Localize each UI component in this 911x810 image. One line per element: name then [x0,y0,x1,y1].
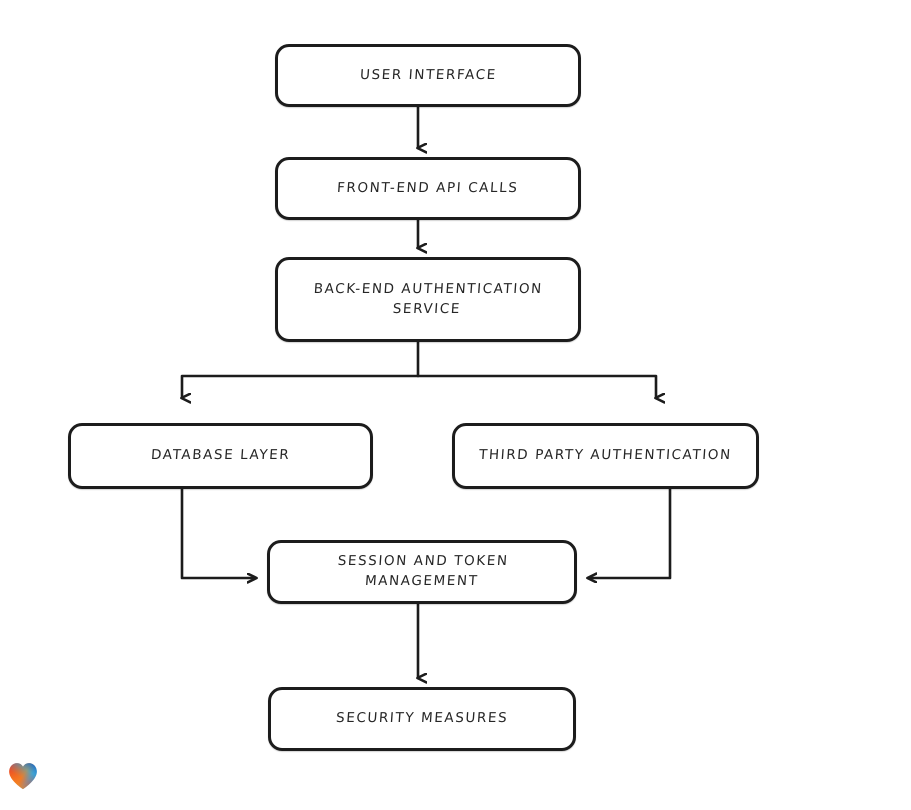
node-third-party-authentication[interactable]: THIRD PARTY AUTHENTICATION [452,423,759,489]
node-backend-authentication-service[interactable]: BACK-END AUTHENTICATION SERVICE [275,257,581,342]
node-label: SESSION AND TOKEN MANAGEMENT [336,553,509,589]
node-label: DATABASE LAYER [150,447,291,464]
edge-database-to-session [180,487,256,578]
node-label: USER INTERFACE [359,66,498,83]
node-frontend-api-calls[interactable]: FRONT-END API CALLS [275,157,581,220]
heart-icon [9,763,37,790]
node-security-measures[interactable]: SECURITY MEASURES [268,687,576,751]
node-label: SECURITY MEASURES [335,710,509,727]
edge-backend-bus-right [416,374,656,398]
edge-thirdparty-to-session [588,487,672,578]
node-label: FRONT-END API CALLS [336,179,520,196]
node-label: BACK-END AUTHENTICATION SERVICE [313,280,544,317]
node-session-and-token-management[interactable]: SESSION AND TOKEN MANAGEMENT [267,540,577,604]
node-user-interface[interactable]: USER INTERFACE [275,44,581,107]
node-label: THIRD PARTY AUTHENTICATION [478,447,733,464]
edge-backend-bus [182,340,420,398]
node-database-layer[interactable]: DATABASE LAYER [68,423,373,489]
